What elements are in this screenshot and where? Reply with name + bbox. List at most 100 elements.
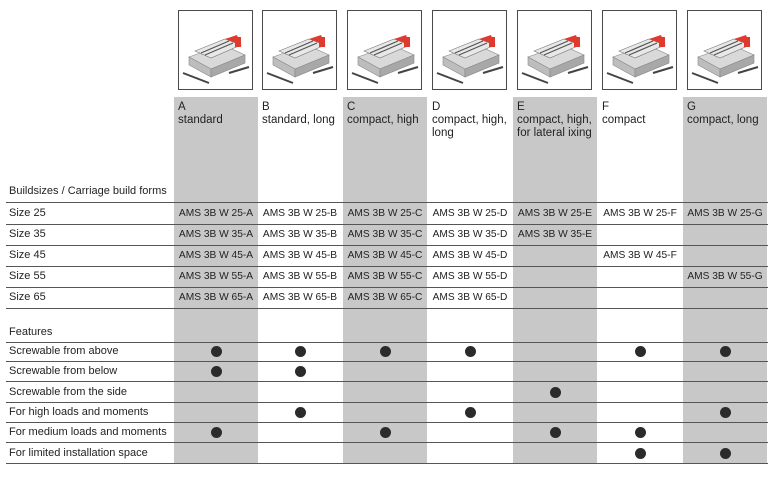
column-shade-c (343, 97, 427, 464)
size-cell: AMS 3B W 35-D (432, 229, 508, 240)
feature-dot (634, 346, 646, 357)
column-name: compact (602, 114, 646, 126)
row-divider (6, 342, 768, 343)
row-divider (6, 287, 768, 288)
size-row-label: Size 65 (9, 291, 46, 303)
size-cell: AMS 3B W 45-D (432, 250, 508, 261)
feature-row-label: Screwable from the side (9, 385, 127, 398)
feature-dot (294, 346, 306, 357)
size-cell: AMS 3B W 55-D (432, 271, 508, 282)
feature-dot (210, 427, 222, 439)
carriage-image-g (687, 10, 762, 90)
row-divider (6, 308, 768, 309)
feature-row-label: For medium loads and moments (9, 426, 167, 439)
carriage-image-f (602, 10, 677, 90)
size-cell: AMS 3B W 45-A (178, 250, 254, 261)
size-cell: AMS 3B W 25-G (687, 208, 763, 219)
feature-row-label: For limited installation space (9, 446, 148, 459)
feature-dot (210, 346, 222, 357)
column-shade-g (683, 97, 767, 464)
linear-carriage-icon (266, 35, 334, 84)
feature-row-label: Screwable from below (9, 365, 118, 378)
column-name: compact, high, (517, 114, 592, 126)
size-cell: AMS 3B W 35-B (262, 229, 338, 240)
row-divider (6, 361, 768, 362)
column-name: compact, high (347, 114, 419, 126)
size-row-label: Size 35 (9, 228, 46, 240)
carriage-image-a (178, 10, 253, 90)
feature-dot (549, 386, 561, 398)
column-name: compact, high, (432, 114, 507, 126)
sizes-heading: Buildsizes / Carriage build forms (9, 185, 167, 197)
feature-dot (210, 366, 222, 378)
feature-dot (719, 447, 731, 459)
column-letter: D (432, 101, 441, 113)
column-shade-e (513, 97, 597, 464)
column-letter: E (517, 101, 525, 113)
size-cell: AMS 3B W 25-A (178, 208, 254, 219)
size-cell: AMS 3B W 35-C (347, 229, 423, 240)
linear-carriage-icon (436, 35, 504, 84)
column-name-line2: for lateral ixing (517, 127, 592, 139)
row-divider (6, 224, 768, 225)
linear-carriage-icon (351, 35, 419, 84)
column-name: standard (178, 114, 223, 126)
size-cell: AMS 3B W 65-A (178, 292, 254, 303)
size-cell: AMS 3B W 55-C (347, 271, 423, 282)
row-divider (6, 442, 768, 444)
size-row-label: Size 55 (9, 270, 46, 282)
feature-dot (549, 427, 561, 439)
column-shade-a (174, 97, 258, 464)
size-cell: AMS 3B W 65-B (262, 292, 338, 303)
feature-dot (719, 406, 731, 418)
linear-carriage-icon (182, 35, 250, 84)
feature-dot (379, 346, 391, 357)
size-cell: AMS 3B W 25-F (603, 208, 677, 219)
size-row-label: Size 45 (9, 249, 46, 261)
linear-carriage-icon (691, 35, 759, 84)
row-divider (6, 266, 768, 267)
size-cell: AMS 3B W 25-B (262, 208, 338, 219)
column-name: compact, long (687, 114, 759, 126)
feature-row-label: For high loads and moments (9, 405, 149, 418)
size-cell: AMS 3B W 35-A (178, 229, 254, 240)
feature-dot (634, 427, 646, 439)
feature-dot (719, 346, 731, 357)
size-cell: AMS 3B W 25-C (347, 208, 423, 219)
row-divider (6, 421, 768, 423)
feature-row-label: Screwable from above (9, 345, 119, 357)
features-heading: Features (9, 326, 53, 338)
row-divider (6, 245, 768, 246)
column-letter: A (178, 101, 186, 113)
column-letter: F (602, 101, 610, 113)
size-cell: AMS 3B W 55-B (262, 271, 338, 282)
size-cell: AMS 3B W 45-F (603, 250, 677, 261)
feature-dot (294, 406, 306, 418)
linear-carriage-icon (606, 35, 674, 84)
feature-dot (379, 427, 391, 439)
column-letter: C (347, 101, 356, 113)
column-name-line2: long (432, 127, 454, 139)
size-cell: AMS 3B W 45-B (262, 250, 338, 261)
column-name: standard, long (262, 114, 335, 126)
row-divider (6, 381, 768, 383)
row-divider (6, 401, 768, 403)
carriage-image-c (347, 10, 422, 90)
feature-dot (464, 346, 476, 357)
carriage-image-e (517, 10, 592, 90)
size-row-label: Size 25 (9, 207, 46, 219)
column-letter: G (687, 101, 696, 113)
size-cell: AMS 3B W 55-G (687, 271, 763, 282)
feature-dot (464, 406, 476, 418)
linear-carriage-icon (521, 35, 589, 84)
carriage-image-b (262, 10, 337, 90)
carriage-image-d (432, 10, 507, 90)
column-letter: B (262, 101, 270, 113)
feature-dot (294, 366, 306, 378)
size-cell: AMS 3B W 65-C (347, 292, 423, 303)
